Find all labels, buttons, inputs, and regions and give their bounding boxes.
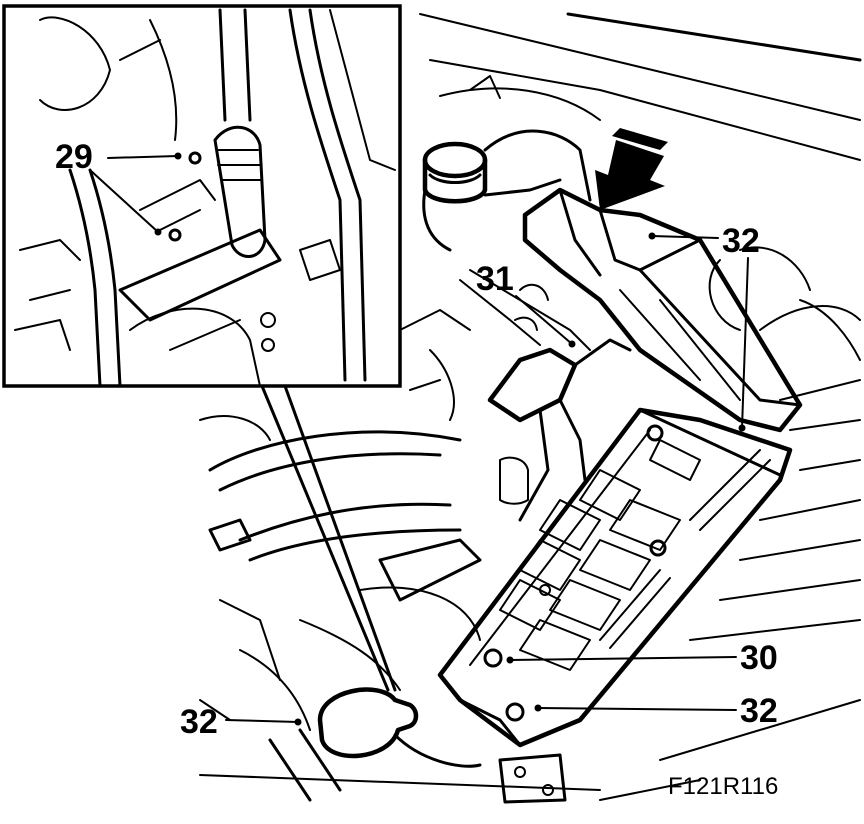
callout-32-bottom-left-leader — [225, 719, 299, 723]
callout-32-bottom-right-dot — [534, 704, 542, 712]
engine-bay-drawing — [199, 12, 862, 804]
callout-31-dot — [568, 340, 576, 348]
callout-29-label: 29 — [55, 138, 93, 176]
callout-30-dot — [506, 656, 514, 664]
wiring-harness — [459, 269, 632, 522]
inset-frame — [2, 4, 402, 388]
fuse-box-body — [437, 407, 793, 748]
callout-29-dot — [154, 228, 162, 236]
figure-code: F121R116 — [668, 773, 778, 800]
callout-32-bottom-left-label: 32 — [180, 703, 218, 741]
mounting-bracket — [498, 753, 567, 804]
callout-32-top-leader — [741, 257, 749, 429]
callouts: 29 31 32 30 32 32 — [55, 138, 778, 741]
callout-32-bottom-left-dot — [294, 718, 302, 726]
body-panel-lines — [419, 12, 862, 801]
callout-32-bottom-right-label: 32 — [740, 692, 778, 730]
inset-pointer-line — [283, 384, 397, 692]
callout-32-top-label: 32 — [722, 222, 760, 260]
inset-hoses — [14, 8, 396, 388]
direction-arrow — [595, 128, 668, 210]
inset-detail — [2, 4, 402, 692]
callout-29-dot — [174, 152, 182, 160]
inset-pointer-line — [260, 384, 390, 692]
fuse-box-cover — [522, 187, 803, 433]
callout-31-label: 31 — [476, 260, 514, 298]
callout-30-label: 30 — [740, 639, 778, 677]
callout-29-leader — [107, 155, 179, 159]
callout-31-leader — [515, 295, 573, 345]
callout-32-top-leader — [651, 235, 719, 239]
callout-32-top-dot — [738, 424, 746, 432]
callout-29-leader — [89, 169, 159, 233]
callout-32-bottom-right-leader — [537, 707, 737, 711]
fluid-reservoir — [422, 129, 592, 252]
callout-32-top-dot — [648, 232, 656, 240]
washer-reservoir — [199, 687, 601, 802]
callout-30-leader — [509, 656, 737, 661]
